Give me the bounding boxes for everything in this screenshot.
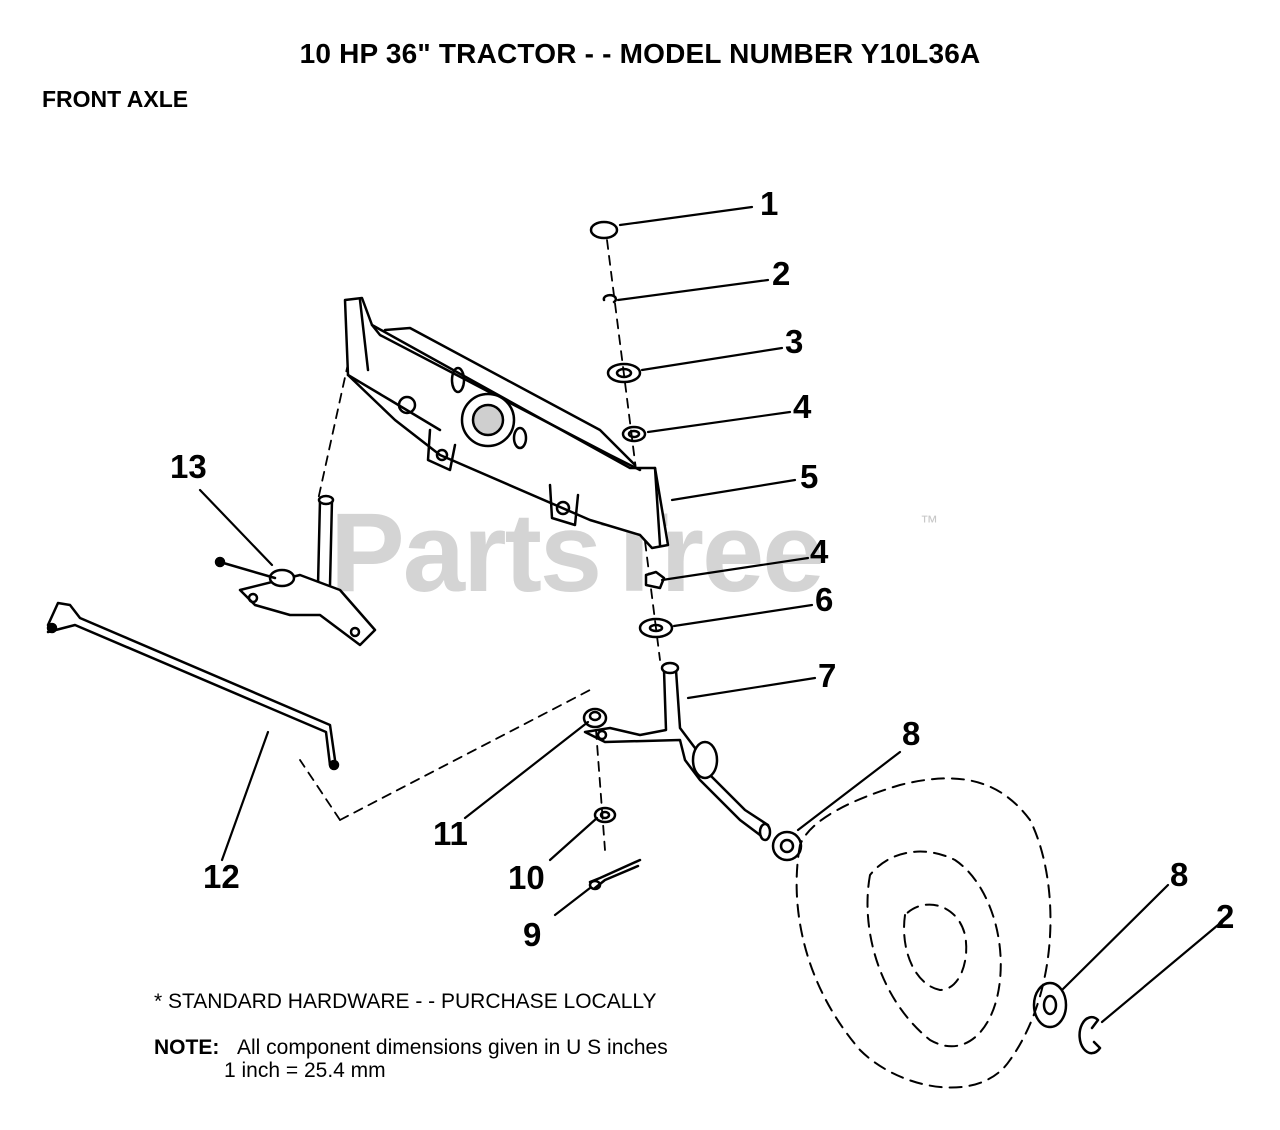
callout-3[interactable]: 3 (785, 323, 803, 360)
callout-4[interactable]: 4 (810, 533, 829, 570)
callout-8[interactable]: 8 (1170, 856, 1188, 893)
spindle-right-part (583, 661, 772, 842)
callout-12[interactable]: 12 (203, 858, 240, 895)
callout-1[interactable]: 1 (760, 185, 778, 222)
callout-10[interactable]: 10 (508, 859, 545, 896)
callout-2[interactable]: 2 (772, 255, 790, 292)
small-hardware-part (582, 707, 642, 891)
standard-hardware-note: * STANDARD HARDWARE - - PURCHASE LOCALLY (154, 990, 657, 1013)
note-label: NOTE: (154, 1036, 220, 1059)
callout-8[interactable]: 8 (902, 715, 920, 752)
trademark-symbol: ™ (920, 512, 938, 532)
page-title: 10 HP 36" TRACTOR - - MODEL NUMBER Y10L3… (299, 38, 981, 69)
axle-beam-part (343, 296, 670, 550)
note-line-2: 1 inch = 25.4 mm (224, 1059, 386, 1082)
callout-9[interactable]: 9 (523, 916, 541, 953)
callout-7[interactable]: 7 (818, 657, 836, 694)
callout-labels: 1 2 3 4 5 4 6 7 8 13 11 12 10 9 8 2 (170, 185, 1234, 953)
spindle-left-part (214, 494, 377, 647)
section-title: FRONT AXLE (42, 86, 189, 112)
callout-4[interactable]: 4 (793, 388, 812, 425)
callout-13[interactable]: 13 (170, 448, 207, 485)
hardware-stack-part (589, 220, 674, 639)
tie-rod-part (46, 601, 340, 771)
callout-5[interactable]: 5 (800, 458, 818, 495)
wheel-part (795, 777, 1052, 1089)
callout-11[interactable]: 11 (433, 815, 468, 852)
callout-2[interactable]: 2 (1216, 898, 1234, 935)
leader-lines (198, 205, 1220, 1024)
callout-6[interactable]: 6 (815, 581, 833, 618)
note-line-1: All component dimensions given in U S in… (237, 1036, 668, 1059)
